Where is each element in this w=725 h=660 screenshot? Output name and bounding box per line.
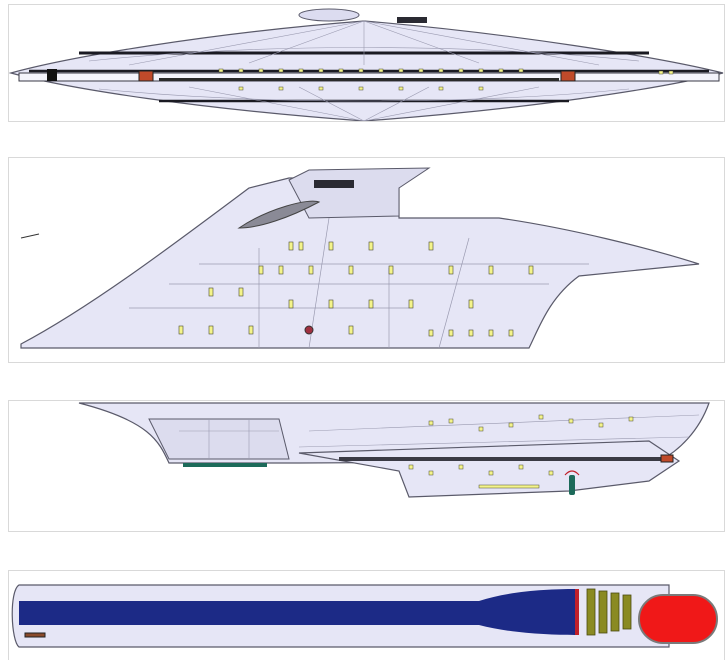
lower-sensor-bar (183, 463, 267, 467)
window-strip (159, 78, 559, 81)
bridge-window (314, 180, 354, 188)
secondary-hull (298, 440, 681, 498)
window-row (218, 68, 674, 91)
bow-hull (20, 177, 700, 349)
bussard-collector (660, 454, 674, 463)
olive-ribs (586, 588, 632, 636)
bow-side-view-drawing (20, 167, 700, 349)
deflector-dish (638, 594, 718, 644)
bridge-block (397, 17, 427, 23)
escape-pod-right (560, 70, 576, 82)
top-view-drawing (9, 8, 724, 121)
neck-section (148, 418, 290, 460)
sensor-dot (304, 325, 314, 335)
bridge-dome (298, 8, 360, 22)
deflector-glow (569, 475, 575, 495)
top-view-panel (8, 4, 725, 122)
stray-mark (20, 233, 40, 239)
escape-pod-left (138, 70, 154, 82)
bridge-structure (288, 167, 431, 219)
side-windows (408, 414, 634, 489)
port-block (47, 69, 57, 81)
panel-lines (88, 20, 640, 121)
bow-side-view-panel (8, 157, 725, 363)
nacelle-pylon (339, 457, 669, 461)
bottom-view-drawing (11, 584, 718, 648)
side-panel-lines (179, 414, 700, 459)
bottom-view-panel (8, 570, 725, 660)
full-side-view-panel (8, 400, 725, 532)
blue-stripe (19, 589, 575, 635)
bridge-fairing (237, 200, 321, 229)
full-side-view-drawing (78, 402, 710, 498)
red-stripe (575, 589, 579, 635)
shuttle-marker (24, 632, 46, 638)
hull-panel-lines (129, 217, 589, 349)
hull-windows (178, 241, 534, 337)
deflector-arc (564, 470, 580, 476)
